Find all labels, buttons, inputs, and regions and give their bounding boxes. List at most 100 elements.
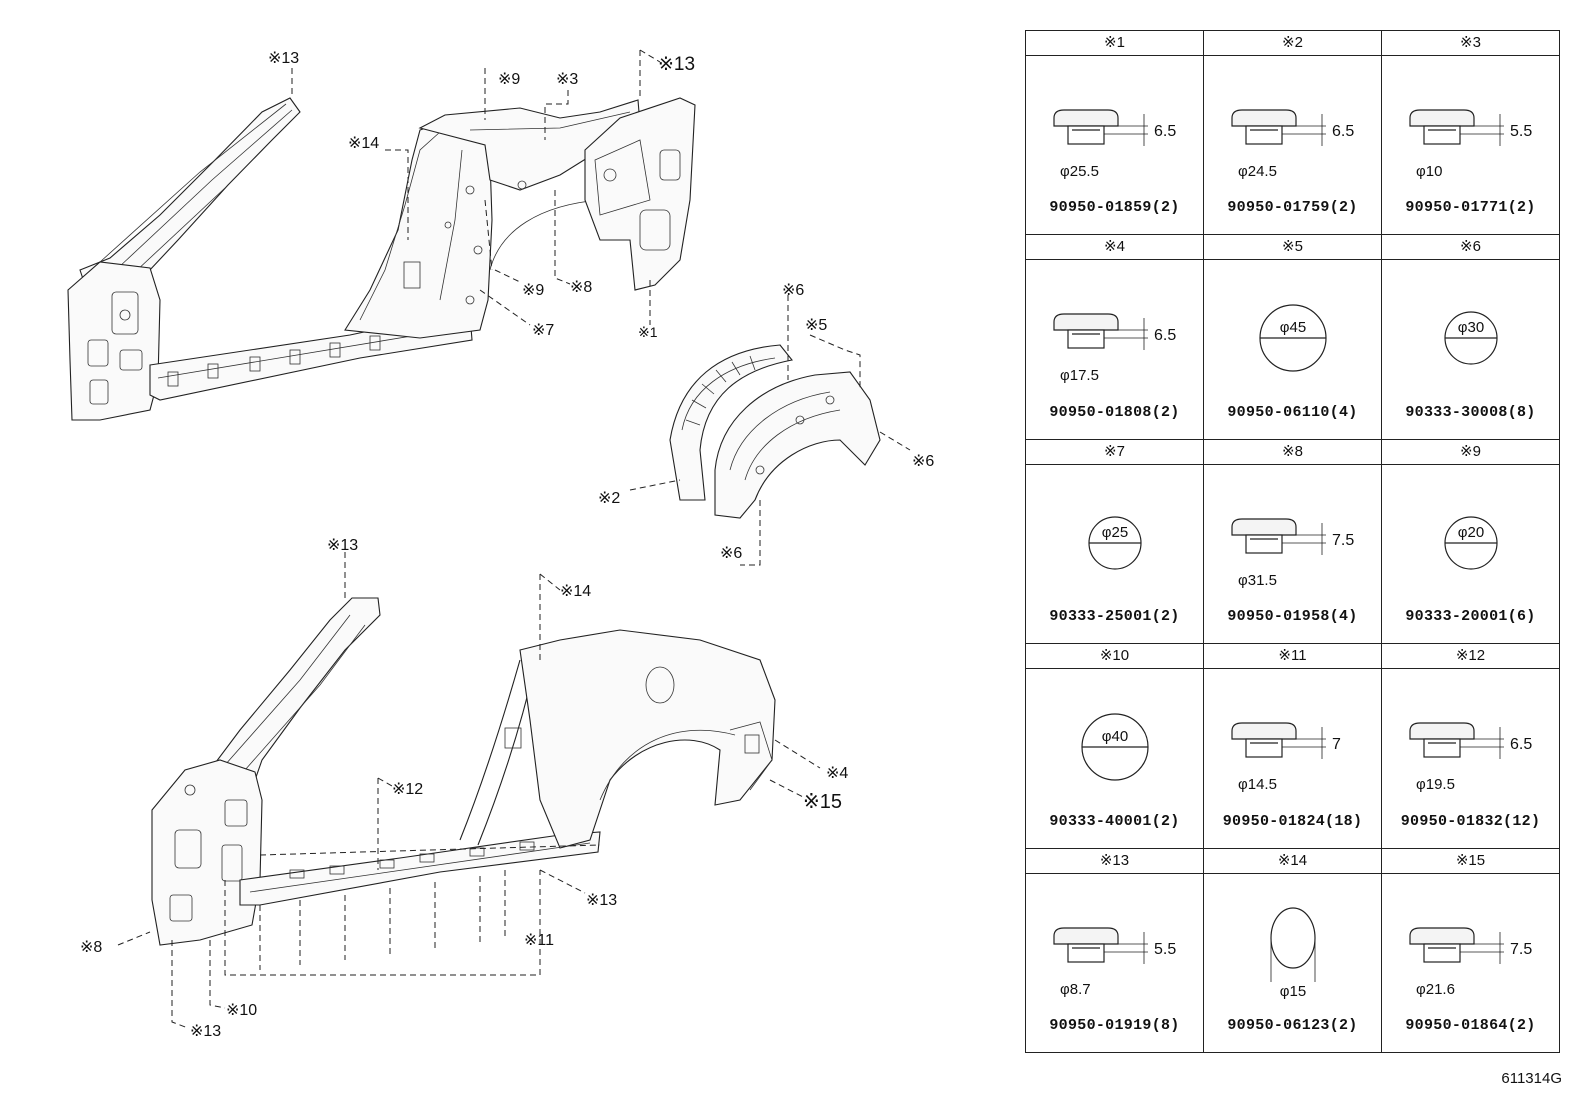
plug-disc-icon: φ20 (1444, 516, 1498, 570)
plug-tape-icon: φ15 (1270, 907, 1316, 1000)
plug-spec-cell: 6.5 φ19.5 90950-01832(12) (1381, 668, 1560, 849)
part-number: 90950-01824(18) (1222, 812, 1363, 830)
callout-label: ※13 (658, 54, 695, 75)
part-number: 90950-01832(12) (1400, 812, 1541, 830)
part-number: 90950-01808(2) (1049, 403, 1180, 421)
part-number: 90333-25001(2) (1049, 608, 1180, 626)
callout-label: ※6 (720, 545, 742, 562)
callout-label: ※8 (80, 939, 102, 956)
plug-mark-header: ※1 (1025, 29, 1204, 57)
plug-height-label: 7.5 (1332, 532, 1354, 549)
callout-label: ※12 (392, 781, 423, 798)
plug-plug-icon: 6.5 φ17.5 (1053, 313, 1176, 384)
plug-diameter-label: φ19.5 (1416, 776, 1455, 793)
part-number: 90333-40001(2) (1049, 812, 1180, 830)
plug-spec-cell: 6.5 φ24.5 90950-01759(2) (1203, 55, 1382, 236)
lower-side-panel-outer (151, 597, 776, 946)
callout-label: ※8 (570, 279, 592, 296)
figure-code: 611314G (1501, 1070, 1562, 1087)
plug-disc-icon: φ25 (1088, 516, 1142, 570)
rear-wheelhouse (669, 344, 881, 519)
plug-diameter-label: φ40 (1102, 728, 1128, 745)
plug-plug-icon: 7 φ14.5 (1231, 722, 1341, 793)
plug-disc-icon: φ30 (1444, 311, 1498, 366)
callout-label: ※13 (268, 50, 299, 67)
plug-spec-cell: 7.5 φ21.6 90950-01864(2) (1381, 872, 1560, 1054)
callout-label: ※6 (782, 282, 804, 299)
plug-diameter-label: φ14.5 (1238, 776, 1277, 793)
plug-spec-cell: φ20 90333-20001(6) (1381, 463, 1560, 645)
plug-height-label: 7.5 (1510, 941, 1532, 958)
callout-label: ※2 (598, 490, 620, 507)
callout-label: ※13 (586, 892, 617, 909)
plug-mark-header: ※6 (1381, 234, 1560, 261)
callout-label: ※13 (327, 537, 358, 554)
plug-diameter-label: φ17.5 (1060, 367, 1099, 384)
plug-mark-header: ※8 (1203, 438, 1382, 465)
part-number: 90950-01958(4) (1227, 608, 1358, 626)
plug-diameter-label: φ25 (1102, 524, 1128, 541)
part-number: 90950-01771(2) (1405, 199, 1536, 217)
callout-label: ※11 (524, 932, 554, 949)
plug-disc-icon: φ40 (1081, 713, 1149, 781)
callout-label: ※7 (532, 322, 554, 339)
part-number: 90950-01759(2) (1227, 199, 1358, 217)
plug-diameter-label: φ21.6 (1416, 981, 1455, 998)
plug-height-label: 6.5 (1154, 123, 1176, 140)
plug-diameter-label: φ10 (1416, 163, 1442, 180)
callout-label: ※4 (826, 765, 848, 782)
plug-plug-icon: 6.5 φ19.5 (1409, 722, 1532, 793)
plug-diameter-label: φ30 (1458, 319, 1484, 336)
plug-mark-header: ※9 (1381, 438, 1560, 465)
callout-label: ※1 (638, 324, 658, 340)
plug-mark-header: ※7 (1025, 438, 1204, 465)
plug-plug-icon: 5.5φ8.7 (1053, 927, 1176, 998)
plug-spec-cell: 7 φ14.5 90950-01824(18) (1203, 668, 1382, 849)
plug-mark-header: ※5 (1203, 234, 1382, 261)
callout-label: ※15 (803, 791, 842, 813)
body-side-diagram: ※13 ※9 ※3 ※13 ※14 ※9 ※8 ※7 ※1 ※6 ※5 ※6 ※… (67, 49, 934, 1040)
part-number: 90333-20001(6) (1405, 608, 1536, 626)
plug-height-label: 6.5 (1154, 327, 1176, 344)
plug-mark-header: ※2 (1203, 29, 1382, 57)
part-number: 90950-06110(4) (1227, 403, 1358, 421)
part-number: 90950-01859(2) (1049, 199, 1180, 217)
plug-mark-header: ※12 (1381, 643, 1560, 670)
callout-label: ※9 (498, 71, 520, 88)
plug-spec-cell: φ40 90333-40001(2) (1025, 668, 1204, 849)
plug-diameter-label: φ8.7 (1060, 981, 1091, 998)
callout-label: ※6 (912, 453, 934, 470)
plug-spec-cell: φ15 90950-06123(2) (1203, 872, 1382, 1054)
plug-plug-icon: 6.5 φ25.5 (1053, 109, 1176, 180)
plug-height-label: 6.5 (1332, 123, 1354, 140)
plug-mark-header: ※3 (1381, 29, 1560, 57)
plug-height-label: 7 (1332, 736, 1341, 753)
plug-plug-icon: 6.5 φ24.5 (1231, 109, 1354, 180)
plug-height-label: 6.5 (1510, 736, 1532, 753)
plug-disc-icon: φ45 (1259, 304, 1327, 373)
part-number: 90950-06123(2) (1227, 1017, 1358, 1034)
plug-diameter-label: φ45 (1280, 319, 1306, 336)
callout-label: ※13 (190, 1023, 221, 1040)
plug-diameter-label: φ25.5 (1060, 163, 1099, 180)
hole-plug-table: ※1※2※3 6.5 φ25.5 90950-01859(2) 6.5 φ24.5 9095… (1025, 29, 1560, 1054)
plug-spec-cell: 6.5 φ25.5 90950-01859(2) (1025, 55, 1204, 236)
plug-diameter-label: φ15 (1280, 983, 1306, 1000)
plug-spec-cell: φ25 90333-25001(2) (1025, 463, 1204, 645)
callout-label: ※5 (805, 317, 827, 334)
plug-mark-header: ※15 (1381, 847, 1560, 874)
plug-plug-icon: 7.5 φ21.6 (1409, 927, 1532, 998)
plug-mark-header: ※11 (1203, 643, 1382, 670)
part-number: 90950-01864(2) (1405, 1017, 1536, 1034)
plug-diameter-label: φ20 (1458, 524, 1484, 541)
plug-diameter-label: φ24.5 (1238, 163, 1277, 180)
plug-mark-header: ※10 (1025, 643, 1204, 670)
callout-labels: ※13 ※9 ※3 ※13 ※14 ※9 ※8 ※7 ※1 ※6 ※5 ※6 ※… (80, 50, 934, 1040)
plug-mark-header: ※13 (1025, 847, 1204, 874)
callout-label: ※10 (226, 1002, 257, 1019)
leader-lines (117, 49, 911, 1029)
